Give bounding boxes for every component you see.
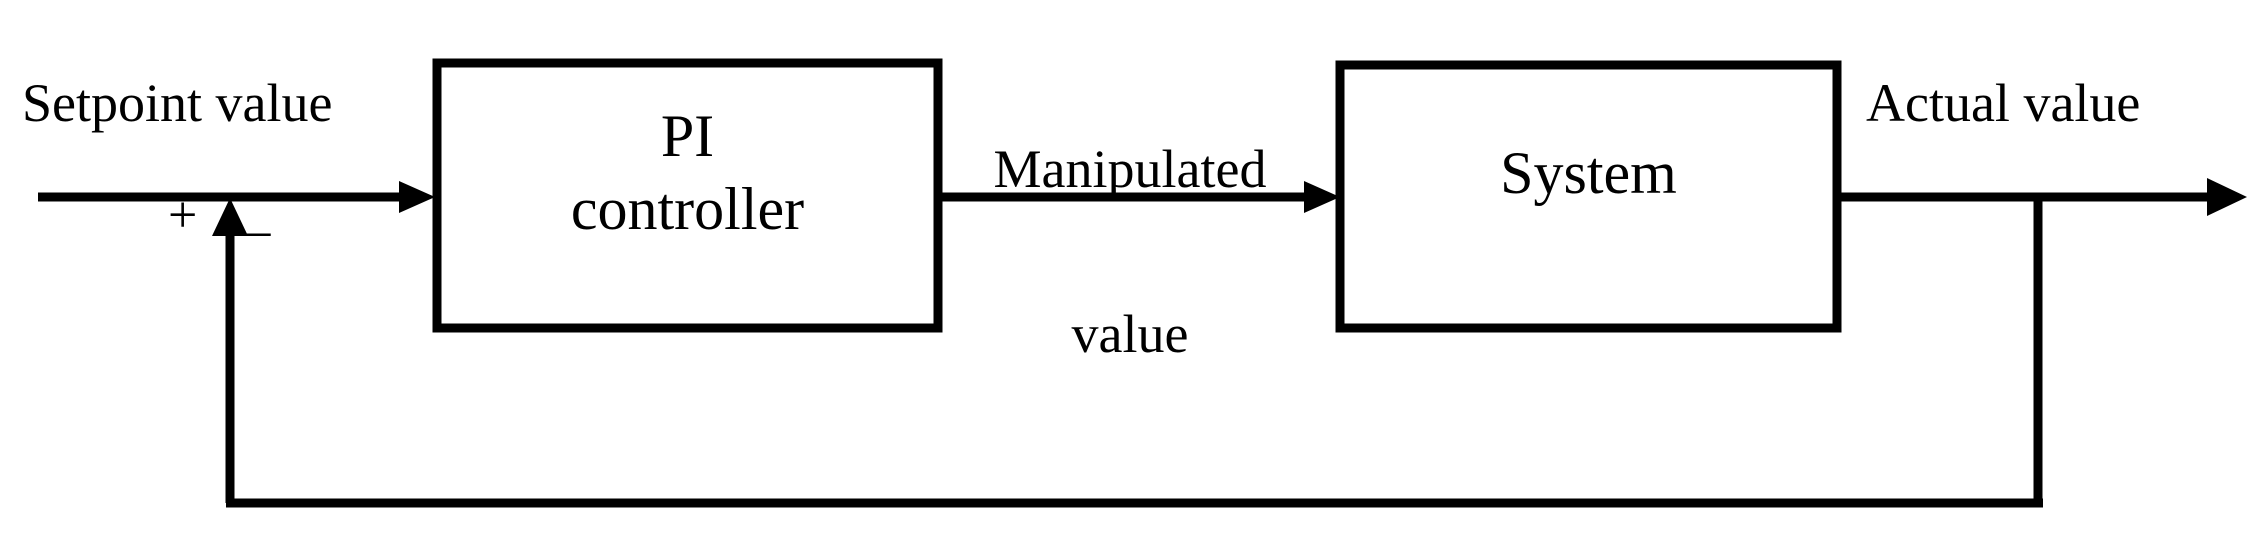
pi-controller-block	[432, 58, 943, 333]
summing-junction-arrowhead-icon	[212, 198, 248, 236]
setpoint-input-arrow	[38, 181, 435, 213]
summing-junction-arrow	[212, 198, 248, 503]
pi-controller-label-line1: PI	[660, 103, 715, 169]
summing-junction-plus-sign: +	[168, 187, 198, 244]
manipulated-value-label-line1: Manipulated	[993, 139, 1267, 200]
actual-value-label: Actual value	[1866, 73, 2141, 133]
manipulated-value-label: Manipulated value	[960, 32, 1300, 473]
system-block-label: System	[1500, 140, 1677, 206]
pi-controller-label-line2: controller	[570, 176, 805, 243]
actual-value-arrow	[1837, 178, 2247, 216]
setpoint-arrowhead-icon	[399, 181, 435, 213]
actual-value-arrowhead-icon	[2207, 178, 2247, 216]
setpoint-value-label: Setpoint value	[22, 73, 333, 133]
summing-junction-minus-sign: −	[244, 207, 274, 264]
manipulated-value-arrowhead-icon	[1304, 181, 1340, 213]
pi-controller-label: PI controller	[437, 100, 938, 246]
manipulated-value-arrow	[938, 181, 1340, 213]
manipulated-value-label-line2: value	[1071, 304, 1189, 365]
feedback-loop-path	[226, 197, 2043, 508]
